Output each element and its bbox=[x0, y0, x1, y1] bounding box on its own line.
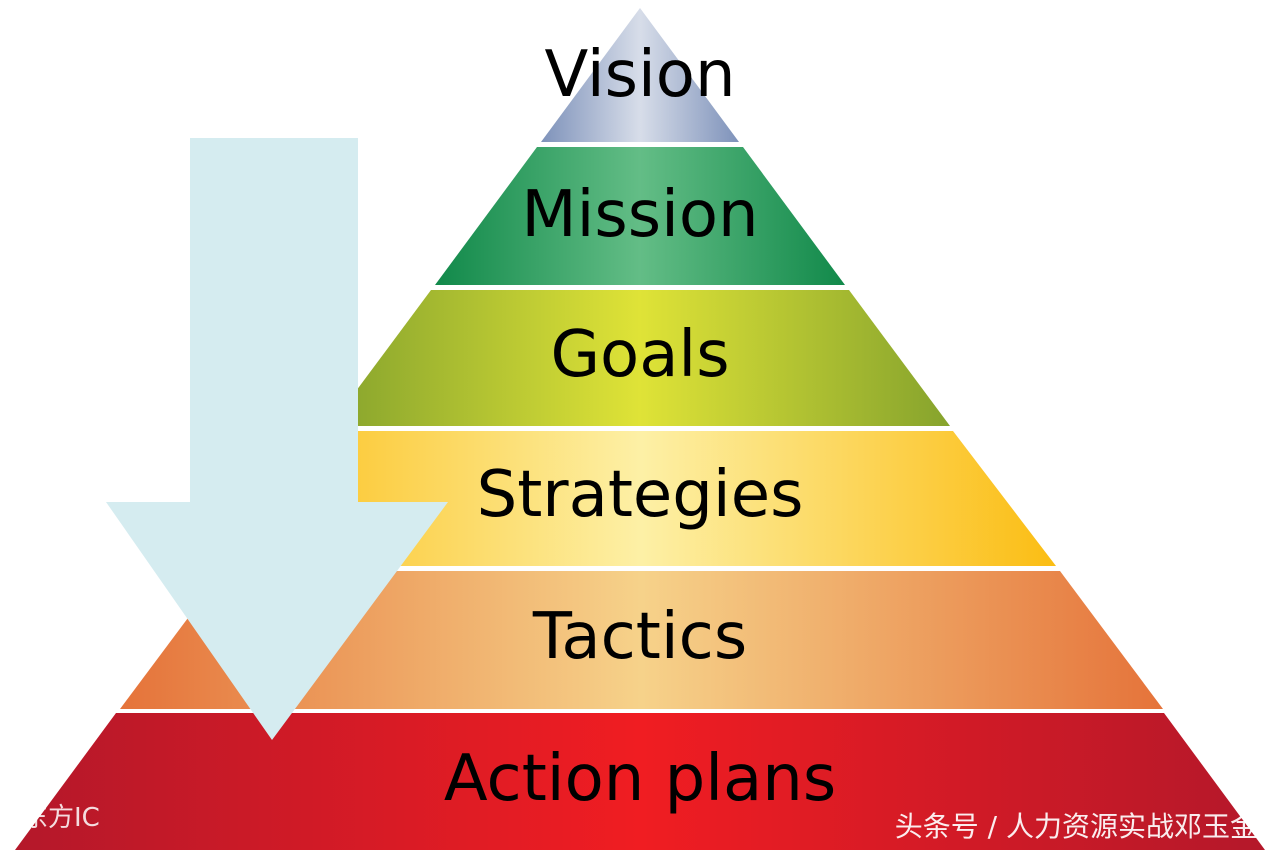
tier-action-plans-band bbox=[15, 713, 1265, 850]
tier-strategies-band bbox=[227, 431, 1056, 566]
tier-vision-band bbox=[541, 8, 739, 142]
tier-label-goals: Goals bbox=[550, 318, 729, 392]
watermark-left: 东方IC bbox=[22, 803, 100, 833]
tier-label-strategies: Strategies bbox=[477, 458, 804, 532]
tier-label-mission: Mission bbox=[521, 178, 758, 252]
tier-label-tactics: Tactics bbox=[532, 600, 747, 674]
tier-goals-band bbox=[330, 290, 950, 426]
tier-label-action-plans: Action plans bbox=[444, 742, 836, 816]
downward-arrow bbox=[106, 138, 448, 740]
tier-tactics-band bbox=[120, 571, 1163, 709]
tier-label-vision: Vision bbox=[545, 38, 736, 112]
tier-mission-band bbox=[435, 147, 845, 285]
watermark-right: 头条号 / 人力资源实战邓玉金 bbox=[895, 810, 1258, 843]
